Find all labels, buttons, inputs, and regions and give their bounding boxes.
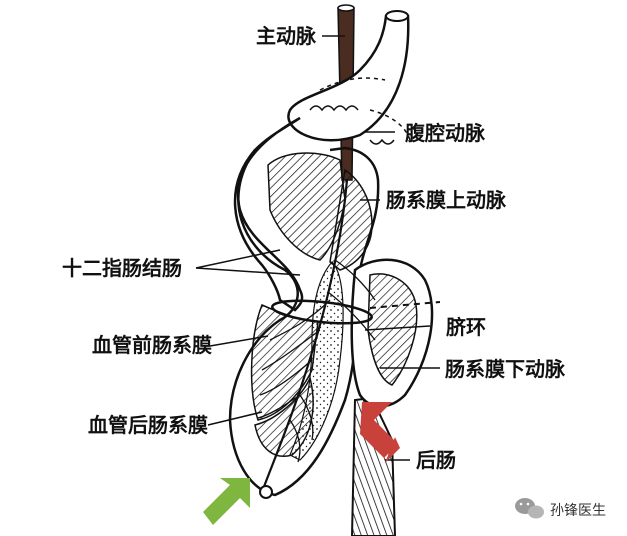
label-celiac-artery: 腹腔动脉 — [405, 121, 486, 145]
stomach-dashed-outline — [319, 77, 411, 141]
vitelline-duct-tip — [259, 485, 273, 499]
red-arrow-icon — [360, 402, 400, 463]
upper-right-hatched — [329, 168, 373, 271]
leader-lines — [195, 35, 440, 461]
aorta-opening — [337, 4, 355, 12]
label-hindgut: 后肠 — [416, 448, 456, 472]
sma-branches — [257, 259, 376, 463]
label-inferior-mesenteric-artery: 肠系膜下动脉 — [445, 357, 566, 381]
pancreas-scallop — [309, 105, 395, 145]
green-arrow-icon — [203, 478, 250, 525]
umbilical-ring — [271, 299, 373, 325]
watermark-text: 孙锋医生 — [550, 503, 606, 519]
label-prevascular-mesentery: 血管前肠系膜 — [92, 333, 212, 357]
umbilical-dashed-line — [369, 301, 441, 309]
label-aorta: 主动脉 — [256, 24, 317, 48]
label-postvascular-mesentery: 血管后肠系膜 — [88, 413, 208, 437]
wechat-bubble-icon — [515, 498, 544, 519]
foregut-opening — [385, 10, 409, 22]
label-umbilical-ring: 脐环 — [446, 315, 486, 339]
label-superior-mesenteric-artery: 肠系膜上动脉 — [386, 188, 507, 212]
foregut-tube — [287, 14, 410, 142]
sma-main-vessel — [260, 179, 349, 493]
label-duodenocolic: 十二指肠结肠 — [62, 256, 182, 280]
right-loop-hatched — [367, 273, 418, 386]
